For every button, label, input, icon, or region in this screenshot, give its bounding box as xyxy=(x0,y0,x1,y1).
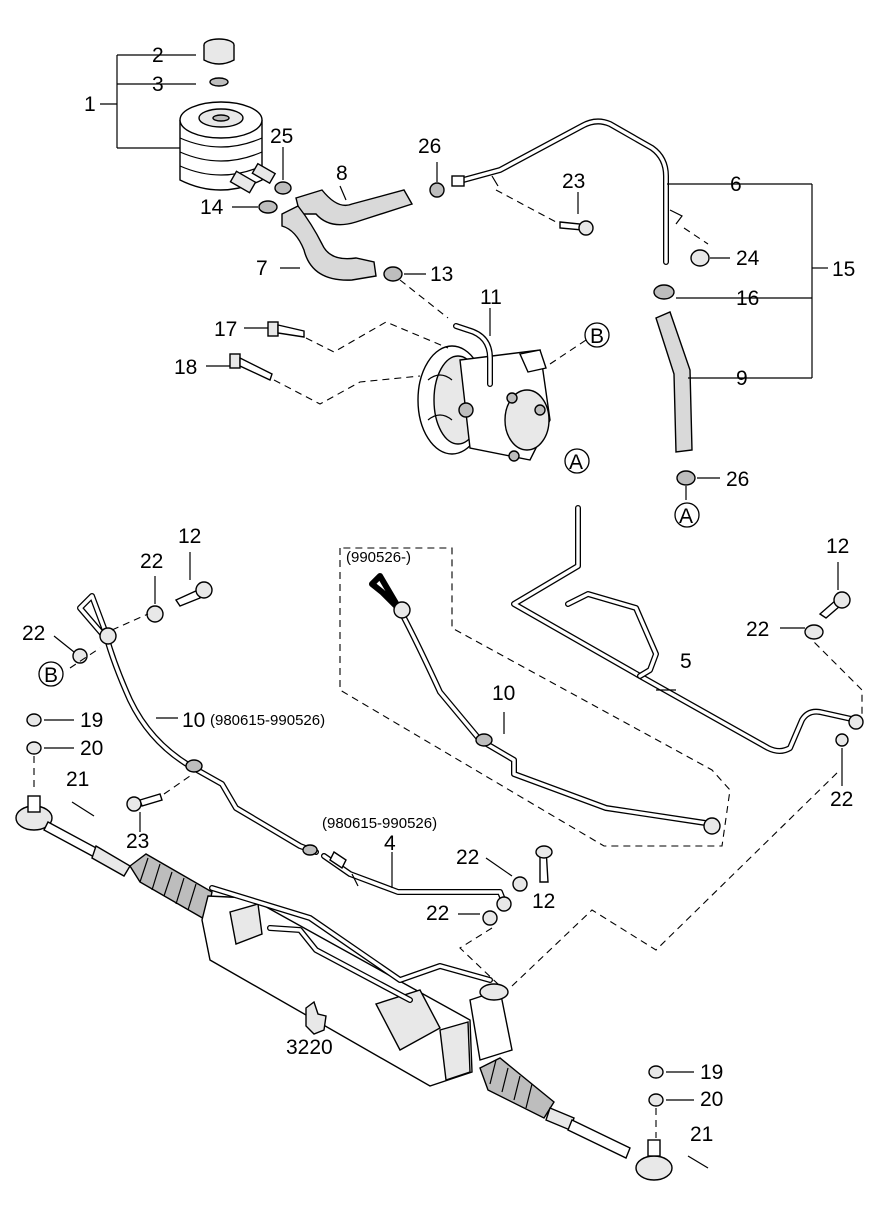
connector-b-left-label: B xyxy=(44,664,58,687)
callout-24: 24 xyxy=(736,247,760,270)
steering-gear-box xyxy=(15,795,673,1181)
nut-24 xyxy=(683,227,730,267)
pipe-10-alt xyxy=(339,547,731,847)
routing-lines xyxy=(459,769,841,987)
reservoir-assembly xyxy=(100,38,292,214)
callout-3: 3 xyxy=(152,73,164,96)
hose-8 xyxy=(295,189,414,226)
callout-12-center: 12 xyxy=(532,890,555,913)
connector-a-bottom xyxy=(674,502,700,528)
callout-22-f: 22 xyxy=(426,902,449,925)
callout-4: 4 xyxy=(384,832,396,855)
callout-26-top: 26 xyxy=(418,135,441,158)
callout-26-bottom: 26 xyxy=(726,468,749,491)
callout-18: 18 xyxy=(174,356,197,379)
pipe-4 xyxy=(321,850,512,912)
callout-2: 2 xyxy=(152,44,164,67)
callout-22-d: 22 xyxy=(830,788,853,811)
bolt-17-head xyxy=(267,321,279,337)
callout-5: 5 xyxy=(680,650,692,673)
tie-rod-left-fasteners xyxy=(26,713,191,832)
callout-22-b: 22 xyxy=(22,622,45,645)
callout-1: 1 xyxy=(84,93,96,116)
connector-a-top xyxy=(564,448,590,474)
connector-b-left xyxy=(38,661,64,687)
callout-20-right: 20 xyxy=(700,1088,723,1111)
callout-11: 11 xyxy=(480,286,502,309)
range-note-4: (980615-990526) xyxy=(322,815,437,832)
callout-8: 8 xyxy=(336,162,348,185)
callout-12-left: 12 xyxy=(178,525,201,548)
cap-seal xyxy=(209,77,229,87)
return-hose-9 xyxy=(653,284,812,500)
connector-b-pump xyxy=(584,322,610,348)
hose-7 xyxy=(281,205,377,281)
hose-clamp xyxy=(274,181,292,195)
callout-22-c: 22 xyxy=(746,618,769,641)
connector-markers: B A A B xyxy=(38,322,700,687)
callout-16: 16 xyxy=(736,287,759,310)
hose-clamp-26 xyxy=(429,182,445,198)
callout-6: 6 xyxy=(730,173,742,196)
reference-3220: 3220 xyxy=(286,1036,333,1059)
callout-22-a: 22 xyxy=(140,550,163,573)
hose-clamp xyxy=(258,200,278,214)
callout-25: 25 xyxy=(270,125,293,148)
callout-9: 9 xyxy=(736,367,748,390)
clamps-upper xyxy=(383,162,449,319)
callout-15: 15 xyxy=(832,258,855,281)
callout-19-right: 19 xyxy=(700,1061,723,1084)
pressure-pipe-5 xyxy=(511,505,864,786)
callout-7: 7 xyxy=(256,257,268,280)
callout-13: 13 xyxy=(430,263,453,286)
range-note-alt: (990526-) xyxy=(346,549,411,566)
callout-22-e: 22 xyxy=(456,846,479,869)
hose-clamp-13 xyxy=(383,266,403,282)
connector-a-top-label: A xyxy=(569,451,583,474)
callout-12-right: 12 xyxy=(826,535,849,558)
fasteners-left xyxy=(53,552,213,669)
connector-b-pump-label: B xyxy=(590,325,604,348)
pressure-pipe-6 xyxy=(451,118,828,378)
pipe-10-left xyxy=(77,593,319,856)
pump-bolts xyxy=(206,321,449,405)
callout-21-right: 21 xyxy=(690,1123,713,1146)
callout-20-left: 20 xyxy=(80,737,103,760)
callout-10-left: 10 xyxy=(182,709,205,732)
power-steering-pump xyxy=(417,308,587,462)
callout-17: 17 xyxy=(214,318,237,341)
pointing-hand-icon xyxy=(305,1000,327,1035)
callout-14: 14 xyxy=(200,196,224,219)
fasteners-center xyxy=(458,845,553,926)
suction-hoses xyxy=(280,185,414,281)
callout-23-bottom: 23 xyxy=(126,830,149,853)
fasteners-right xyxy=(780,562,851,640)
bolt-18-head xyxy=(229,353,241,369)
callout-10-alt: 10 xyxy=(492,682,515,705)
connector-a-bottom-label: A xyxy=(679,505,693,528)
callout-21-left: 21 xyxy=(66,768,89,791)
bolt-23-upper xyxy=(495,189,594,236)
callout-labels: 2 3 1 25 26 8 14 23 6 7 13 24 15 11 16 1… xyxy=(22,44,855,1146)
tie-rod-right-fasteners xyxy=(648,1065,709,1169)
range-note-10: (980615-990526) xyxy=(210,712,325,729)
callout-19-left: 19 xyxy=(80,709,103,732)
callout-23-top: 23 xyxy=(562,170,585,193)
reservoir-cap-body xyxy=(203,45,235,65)
